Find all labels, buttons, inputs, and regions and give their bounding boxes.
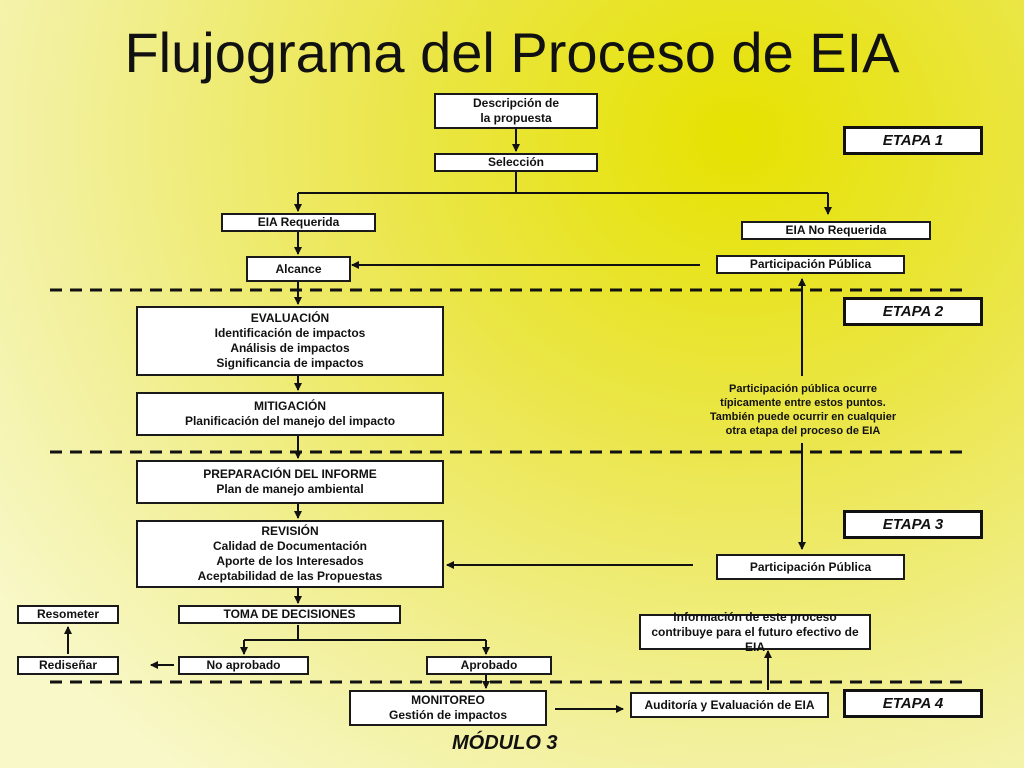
node-line: Auditoría y Evaluación de EIA	[644, 697, 815, 712]
node-eia-no-requerida: EIA No Requerida	[741, 221, 931, 240]
node-descripcion-propuesta: Descripción de la propuesta	[434, 93, 598, 129]
node-no-aprobado: No aprobado	[178, 656, 309, 675]
page-title: Flujograma del Proceso de EIA	[124, 21, 900, 84]
stage-label-3: ETAPA 3	[843, 510, 983, 539]
node-line: Calidad de Documentación	[212, 539, 368, 553]
node-line: Rediseñar	[38, 658, 98, 672]
node-line: Identificación de impactos	[214, 326, 366, 340]
node-alcance: Alcance	[246, 256, 351, 282]
node-participacion-publica-2: Participación Pública	[716, 554, 905, 580]
stage-label-4: ETAPA 4	[843, 689, 983, 718]
node-informacion-proceso: Información de este proceso contribuye p…	[639, 610, 871, 654]
node-line: la propuesta	[480, 111, 552, 125]
node-line: PREPARACIÓN DEL INFORME	[203, 467, 377, 481]
node-line: MITIGACIÓN	[254, 399, 326, 413]
node-line: Análisis de impactos	[230, 341, 350, 355]
node-monitoreo: MONITOREO Gestión de impactos	[349, 690, 547, 726]
module-label: MÓDULO 3	[452, 732, 558, 754]
note-line: otra etapa del proceso de EIA	[725, 425, 881, 437]
note-line: típicamente entre estos puntos.	[720, 397, 886, 409]
node-line: EIA Requerida	[257, 215, 340, 229]
node-line: contribuye para el futuro efectivo de EI…	[651, 624, 859, 654]
node-line: MONITOREO	[411, 693, 485, 707]
node-revision: REVISIÓN Calidad de Documentación Aporte…	[136, 520, 444, 588]
node-redisenar: Rediseñar	[17, 656, 119, 675]
node-line: Plan de manejo ambiental	[216, 482, 364, 496]
node-line: Información de este proceso	[673, 609, 837, 624]
node-line: EIA No Requerida	[785, 223, 887, 237]
node-line: Participación Pública	[749, 559, 872, 574]
node-auditoria-evaluacion: Auditoría y Evaluación de EIA	[630, 692, 829, 718]
node-line: Gestión de impactos	[388, 708, 508, 722]
node-line: TOMA DE DECISIONES	[223, 607, 356, 621]
node-resometer: Resometer	[17, 605, 119, 624]
node-line: Resometer	[36, 607, 100, 621]
note-line: También puede ocurrir en cualquier	[709, 411, 897, 423]
node-line: Aprobado	[460, 658, 518, 672]
stage-label-1: ETAPA 1	[843, 126, 983, 155]
node-line: EVALUACIÓN	[250, 311, 330, 325]
node-line: REVISIÓN	[261, 524, 319, 538]
node-toma-decisiones: TOMA DE DECISIONES	[178, 605, 401, 624]
note-line: Participación pública ocurre	[729, 383, 877, 395]
node-mitigacion: MITIGACIÓN Planificación del manejo del …	[136, 392, 444, 436]
node-line: Selección	[487, 155, 545, 169]
node-line: Significancia de impactos	[216, 356, 364, 370]
node-line: No aprobado	[206, 658, 281, 672]
node-line: Alcance	[275, 261, 322, 276]
node-line: Aceptabilidad de las Propuestas	[197, 569, 383, 583]
node-line: Descripción de	[472, 96, 560, 110]
node-line: Planificación del manejo del impacto	[184, 414, 396, 428]
node-participacion-publica-1: Participación Pública	[716, 255, 905, 274]
node-aprobado: Aprobado	[426, 656, 552, 675]
node-line: Participación Pública	[749, 257, 872, 271]
node-seleccion: Selección	[434, 153, 598, 172]
node-evaluacion: EVALUACIÓN Identificación de impactos An…	[136, 306, 444, 376]
participation-note: Participación pública ocurre típicamente…	[688, 382, 918, 438]
node-preparacion-informe: PREPARACIÓN DEL INFORME Plan de manejo a…	[136, 460, 444, 504]
stage-label-2: ETAPA 2	[843, 297, 983, 326]
node-line: Aporte de los Interesados	[216, 554, 364, 568]
node-eia-requerida: EIA Requerida	[221, 213, 376, 232]
